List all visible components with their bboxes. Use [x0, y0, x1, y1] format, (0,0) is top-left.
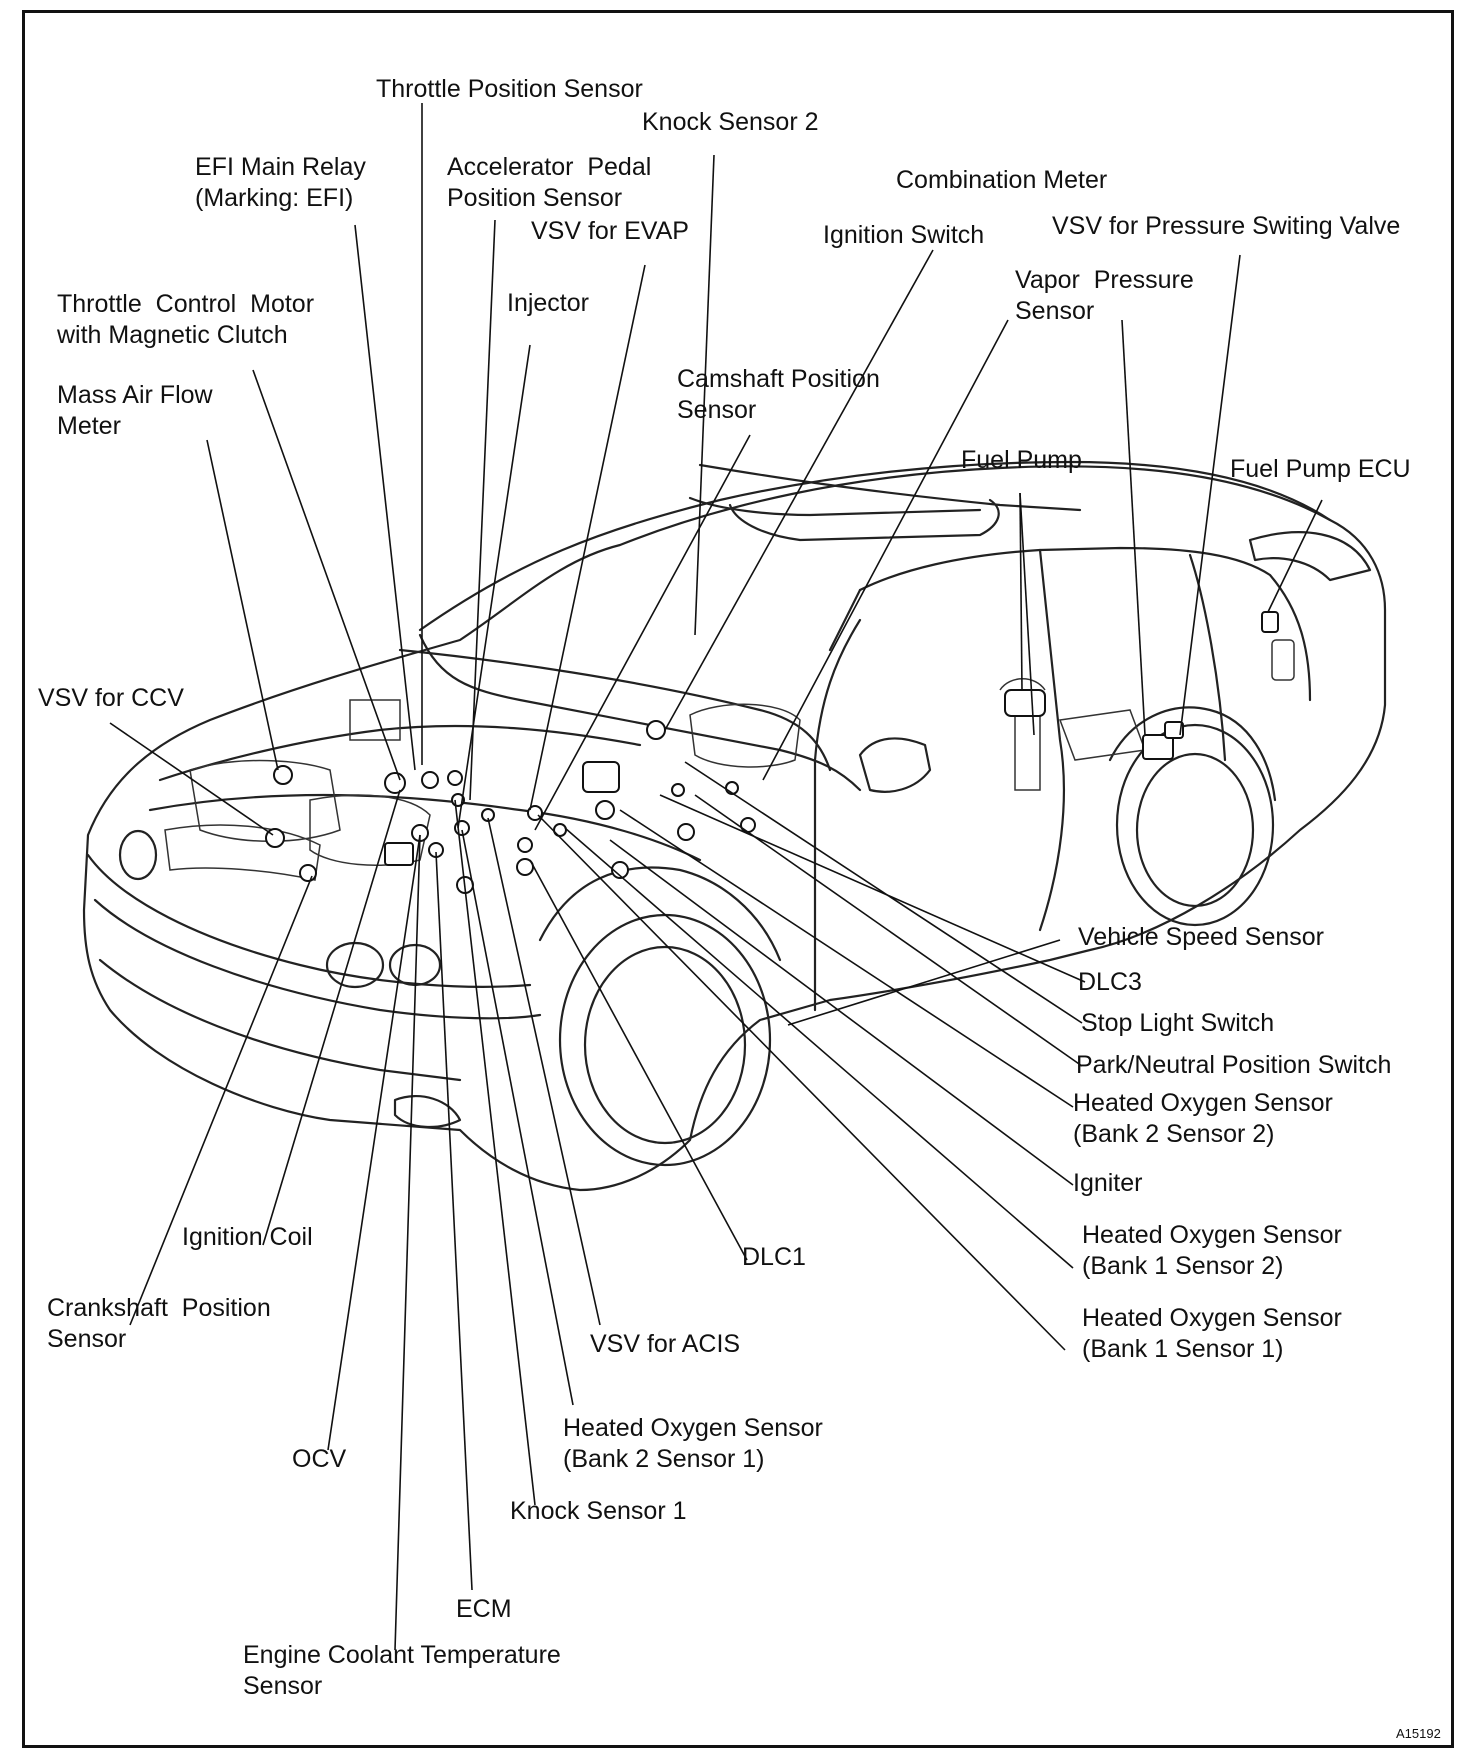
figure-code: A15192	[1396, 1726, 1441, 1741]
label-vsv-for-ccv: VSV for CCV	[38, 684, 184, 712]
label-vsv-for-evap: VSV for EVAP	[531, 217, 689, 245]
label-throttle-position-sensor: Throttle Position Sensor	[376, 75, 643, 103]
label-vapor-pressure-sensor: Vapor Pressure Sensor	[1015, 266, 1194, 325]
label-injector: Injector	[507, 289, 589, 317]
label-ignition-coil: Ignition Coil	[182, 1223, 313, 1251]
label-igniter: Igniter	[1073, 1169, 1143, 1197]
label-fuel-pump-ecu: Fuel Pump ECU	[1230, 455, 1411, 483]
label-vsv-for-acis: VSV for ACIS	[590, 1330, 741, 1358]
label-stop-light-switch: Stop Light Switch	[1081, 1009, 1275, 1037]
label-crankshaft-position-sensor: Crankshaft Position Sensor	[47, 1294, 271, 1353]
diagram-frame	[22, 10, 1454, 1748]
label-combination-meter: Combination Meter	[896, 166, 1108, 194]
label-accelerator-pedal-position-sensor: Accelerator Pedal Position Sensor	[447, 153, 652, 212]
label-throttle-control-motor: Throttle Control Motor with Magnetic Clu…	[57, 290, 315, 349]
label-vehicle-speed-sensor: Vehicle Speed Sensor	[1078, 923, 1325, 951]
components	[265, 611, 1279, 894]
label-heated-oxygen-sensor-bank2-sensor1: Heated Oxygen Sensor (Bank 2 Sensor 1)	[563, 1414, 823, 1473]
label-heated-oxygen-sensor-bank1-sensor2: Heated Oxygen Sensor (Bank 1 Sensor 2)	[1082, 1221, 1342, 1280]
leader-lines	[109, 103, 1323, 1651]
label-efi-main-relay: EFI Main Relay (Marking: EFI)	[195, 153, 366, 212]
label-knock-sensor-2: Knock Sensor 2	[642, 108, 819, 136]
car-body	[82, 460, 1387, 1192]
label-ocv: OCV	[292, 1445, 347, 1473]
label-knock-sensor-1: Knock Sensor 1	[510, 1497, 687, 1525]
label-camshaft-position-sensor: Camshaft Position Sensor	[677, 365, 880, 424]
label-heated-oxygen-sensor-bank2-sensor2: Heated Oxygen Sensor (Bank 2 Sensor 2)	[1073, 1089, 1333, 1148]
label-fuel-pump: Fuel Pump	[961, 446, 1082, 474]
label-heated-oxygen-sensor-bank1-sensor1: Heated Oxygen Sensor (Bank 1 Sensor 1)	[1082, 1304, 1342, 1363]
label-vsv-for-pressure-switing-valve: VSV for Pressure Switing Valve	[1052, 212, 1401, 240]
label-park-neutral-position-switch: Park/Neutral Position Switch	[1076, 1051, 1392, 1079]
label-mass-air-flow-meter: Mass Air Flow Meter	[57, 381, 213, 440]
label-engine-coolant-temperature-sensor: Engine Coolant Temperature Sensor	[243, 1641, 561, 1700]
label-dlc3: DLC3	[1078, 968, 1142, 996]
label-dlc1: DLC1	[742, 1243, 806, 1271]
label-ignition-switch: Ignition Switch	[823, 221, 985, 249]
label-ecm: ECM	[456, 1595, 512, 1623]
